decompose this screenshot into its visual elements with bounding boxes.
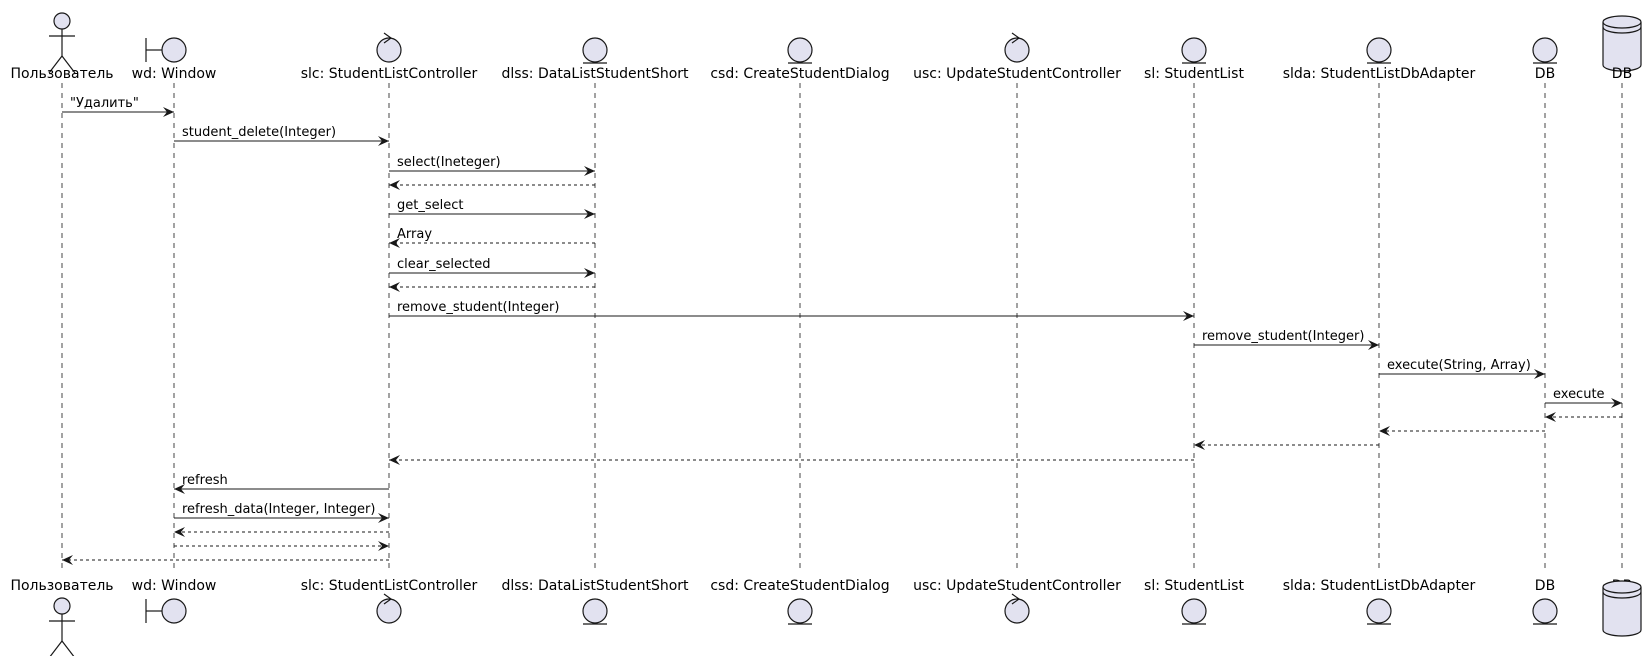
message-9: remove_student(Integer) — [389, 300, 1194, 321]
top-participants: Пользователь wd: Window slc: StudentListCo… — [10, 12, 1642, 82]
participant-label: slc: StudentListController — [301, 66, 478, 82]
entity-icon — [787, 598, 813, 625]
boundary-icon — [145, 37, 187, 63]
participant-label: usc: UpdateStudentController — [913, 66, 1121, 82]
participant-sl-bottom: sl: StudentList — [1144, 578, 1244, 625]
participant-label: slc: StudentListController — [301, 578, 478, 594]
message-11: execute(String, Array) — [1379, 358, 1545, 379]
message-label: clear_selected — [397, 257, 490, 272]
participant-usc-top: usc: UpdateStudentController — [913, 32, 1121, 82]
control-icon — [1004, 32, 1030, 63]
entity-icon — [1181, 37, 1207, 64]
participant-wd-bottom: wd: Window — [132, 578, 217, 624]
participant-label: DB — [1535, 578, 1555, 594]
messages: "Удалить" student_delete(Integer) select(I… — [62, 96, 1622, 565]
message-17: refresh — [174, 473, 389, 494]
message-label: Array — [397, 227, 432, 242]
participant-db1-bottom: DB — [1532, 578, 1558, 625]
actor-icon — [49, 597, 75, 656]
participant-user-bottom: Пользователь — [10, 578, 114, 656]
participant-user-top: Пользователь — [10, 12, 114, 82]
participant-label: csd: CreateStudentDialog — [710, 66, 889, 82]
message-7: clear_selected — [389, 257, 595, 278]
database-icon — [1602, 580, 1642, 637]
participant-label: csd: CreateStudentDialog — [710, 578, 889, 594]
entity-icon — [1532, 37, 1558, 64]
control-icon — [376, 593, 402, 624]
participant-label: sl: StudentList — [1144, 66, 1244, 82]
participant-label: slda: StudentListDbAdapter — [1283, 66, 1476, 82]
participant-csd-top: csd: CreateStudentDialog — [710, 37, 890, 82]
message-5: get_select — [389, 198, 595, 219]
participant-db1-top: DB — [1532, 37, 1558, 82]
participant-label: wd: Window — [132, 66, 217, 82]
entity-icon — [582, 598, 608, 625]
message-12: execute — [1545, 387, 1622, 408]
bottom-participants: Пользователь wd: Window slc: StudentListCo… — [10, 578, 1642, 656]
entity-icon — [1366, 598, 1392, 625]
control-icon — [1004, 593, 1030, 624]
participant-dlss-bottom: dlss: DataListStudentShort — [501, 578, 689, 625]
participant-slc-top: slc: StudentListController — [301, 32, 478, 82]
actor-icon — [48, 12, 76, 74]
message-6: Array — [389, 227, 595, 248]
entity-icon — [1532, 598, 1558, 625]
participant-label: wd: Window — [132, 578, 217, 594]
message-3: select(Ineteger) — [389, 155, 595, 176]
message-label: refresh — [182, 473, 228, 488]
message-18: refresh_data(Integer, Integer) — [174, 502, 389, 523]
message-label: "Удалить" — [70, 96, 139, 111]
message-label: refresh_data(Integer, Integer) — [182, 502, 375, 517]
message-2: student_delete(Integer) — [174, 125, 389, 146]
entity-icon — [582, 37, 608, 64]
database-icon — [1602, 15, 1642, 72]
message-10: remove_student(Integer) — [1194, 329, 1379, 350]
lifelines — [61, 83, 1623, 570]
participant-wd-top: wd: Window — [132, 37, 217, 82]
participant-label: Пользователь — [10, 66, 113, 82]
participant-label: dlss: DataListStudentShort — [501, 66, 689, 82]
participant-label: usc: UpdateStudentController — [913, 578, 1121, 594]
entity-icon — [1181, 598, 1207, 625]
control-icon — [376, 32, 402, 63]
message-label: select(Ineteger) — [397, 155, 501, 170]
participant-label: slda: StudentListDbAdapter — [1283, 578, 1476, 594]
participant-label: DB — [1612, 66, 1632, 82]
participant-slda-bottom: slda: StudentListDbAdapter — [1283, 578, 1476, 625]
participant-slc-bottom: slc: StudentListController — [301, 578, 478, 624]
participant-db2-bottom: DB — [1602, 578, 1642, 637]
participant-slda-top: slda: StudentListDbAdapter — [1283, 37, 1476, 82]
participant-label: sl: StudentList — [1144, 578, 1244, 594]
message-label: student_delete(Integer) — [182, 125, 336, 140]
message-label: execute — [1553, 387, 1605, 402]
participant-dlss-top: dlss: DataListStudentShort — [501, 37, 689, 82]
entity-icon — [1366, 37, 1392, 64]
participant-csd-bottom: csd: CreateStudentDialog — [710, 578, 890, 625]
entity-icon — [787, 37, 813, 64]
message-label: remove_student(Integer) — [397, 300, 559, 315]
participant-db2-top: DB — [1602, 15, 1642, 82]
message-label: execute(String, Array) — [1387, 358, 1531, 373]
boundary-icon — [145, 598, 187, 624]
message-1: "Удалить" — [62, 96, 174, 117]
participant-label: DB — [1535, 66, 1555, 82]
participant-usc-bottom: usc: UpdateStudentController — [913, 578, 1121, 624]
participant-label: dlss: DataListStudentShort — [501, 578, 689, 594]
participant-label: Пользователь — [10, 578, 113, 594]
message-label: get_select — [397, 198, 463, 213]
message-label: remove_student(Integer) — [1202, 329, 1364, 344]
participant-sl-top: sl: StudentList — [1144, 37, 1244, 82]
